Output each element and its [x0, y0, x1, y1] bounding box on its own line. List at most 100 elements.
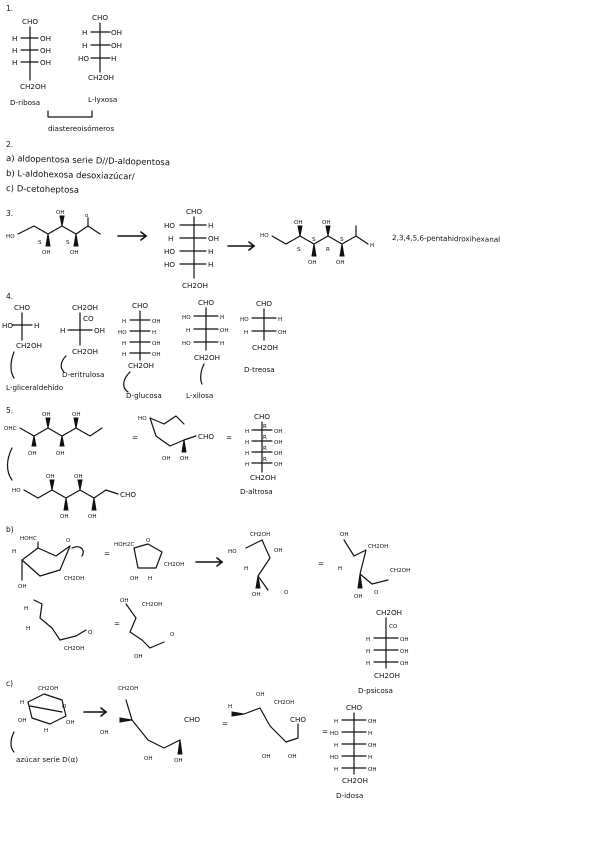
s4-m2-left: H	[60, 326, 65, 335]
s7-note: azúcar serie D(α)	[16, 755, 78, 764]
s4-m5-bottom: CH2OH	[252, 343, 278, 352]
s5-r2-c: R	[263, 435, 267, 441]
s6-chair-curl	[71, 546, 84, 557]
s4-m3-r3-right: OH	[152, 341, 161, 347]
section-6-number: b)	[6, 525, 14, 534]
s6-fur-hoh2c: HOH2C	[114, 542, 134, 548]
s3-res-oh-a: OH	[294, 220, 303, 226]
s4-m2-top: CH2OH	[72, 303, 98, 312]
s7-c1-chain	[125, 699, 181, 749]
section-1-number: 1.	[6, 4, 13, 13]
s5-r2-right: OH	[274, 440, 283, 446]
s7-pyr-arrow	[10, 731, 15, 753]
s7-c1-wedge-2	[177, 739, 183, 755]
ribose-row-1-left: H	[12, 34, 17, 43]
s6-bm-chain	[125, 603, 165, 649]
ribose-row-2-left: H	[12, 46, 17, 55]
ribose-row-1-right: OH	[40, 34, 51, 43]
s6-o1-oh-low: OH	[252, 592, 261, 598]
s4-m2-label: D-eritrulosa	[62, 370, 104, 379]
s3-r4-left: HO	[164, 260, 175, 269]
ribose-label: D-ribosa	[10, 98, 40, 107]
s5-r3-left: H	[245, 451, 249, 457]
s6-o2-h: H	[338, 566, 342, 572]
section-2-number: 2.	[6, 140, 13, 149]
s5-chain	[19, 427, 103, 437]
s4-m3-r1-left: H	[122, 319, 126, 325]
s5-oh4: OH	[72, 412, 81, 418]
s7-r4-right: H	[368, 755, 372, 761]
s5-oh2: OH	[42, 412, 51, 418]
s7-r5-left: H	[334, 767, 338, 773]
s6-r3-right: OH	[400, 661, 409, 667]
lyxose-label: L-lyxosa	[88, 95, 117, 104]
s6-fur-ring	[133, 543, 163, 569]
s6-r2-right: OH	[400, 649, 409, 655]
s7-pyr-oh: OH	[18, 718, 27, 724]
s6-o2-wedge	[357, 573, 363, 589]
s3-oh-top: OH	[56, 210, 65, 216]
s7-pyr-oh-right: OH	[66, 720, 75, 726]
lyxose-row-2-right: OH	[111, 41, 122, 50]
s7-r2-right: H	[368, 731, 372, 737]
s6-r3-left: H	[366, 661, 370, 667]
s5-ring-oh2: OH	[180, 456, 189, 462]
s4-glucose: CHO H OH HO H H OH H OH CH2OH D-glucosa	[118, 301, 162, 400]
s6-fischer-co: CO	[389, 624, 398, 630]
s5-ring-wedge	[181, 439, 187, 453]
s3-carbonyl-o: o	[85, 213, 89, 219]
s6-o1-h: H	[244, 566, 248, 572]
s5-r1-left: H	[245, 429, 249, 435]
s7-pyr-cross	[29, 705, 63, 713]
s7-pyr-ring	[27, 693, 67, 725]
s4-m5-label: D-treosa	[244, 365, 275, 374]
section-3-number: 3.	[6, 209, 13, 218]
s4-m1-top: CHO	[14, 303, 30, 312]
s5-r3-right: OH	[274, 451, 283, 457]
s5-low-wedge-1	[49, 479, 55, 491]
l-lyxose-fischer: CHO H OH H OH HO H CH2OH L-lyxosa	[78, 13, 122, 104]
s3-res-s3: S	[340, 237, 344, 243]
s6-o1-oh: OH	[274, 548, 283, 554]
ribose-row-2-right: OH	[40, 46, 51, 55]
s6-fischer: CH2OH CO H OH H OH H OH CH2OH D-psicosa	[358, 608, 409, 695]
s4-m5-r2-left: H	[244, 330, 248, 336]
lyxose-top: CHO	[92, 13, 108, 22]
s4-m4-bottom: CH2OH	[194, 353, 220, 362]
answer-2c: c) D-cetoheptosa	[6, 184, 79, 196]
s3-compound-name: 2,3,4,5,6-pentahidroxihexanal	[392, 233, 500, 244]
s5-wedge-2	[45, 417, 51, 429]
s5-equiv-2: =	[226, 433, 232, 442]
d-ribose-fischer: CHO H OH H OH H OH CH2OH D-ribosa	[10, 17, 51, 107]
s3-res-s1: S	[297, 247, 301, 253]
s6-fischer-bottom: CH2OH	[374, 671, 400, 680]
s4-m3-label: D-glucosa	[126, 391, 162, 400]
s7-r1-left: H	[334, 719, 338, 725]
s6-bm-ch2oh: CH2OH	[142, 602, 162, 608]
lyxose-row-1-left: H	[82, 28, 87, 37]
s3-zigzag-chain	[17, 225, 101, 235]
s4-m1-left: HO	[2, 321, 13, 330]
s5-ring-ho: HO	[138, 416, 147, 422]
s3-r2-left: H	[168, 234, 173, 243]
s3-res-ho: HO	[260, 233, 269, 239]
s6-o1-ch2oh: CH2OH	[250, 532, 270, 538]
s3-r2-right: OH	[208, 234, 219, 243]
ribose-row-3-left: H	[12, 58, 17, 67]
s7-chain-2: OH H CH2OH OH OH CHO	[228, 692, 306, 760]
s6-furanose: HOH2C O CH2OH OH H	[114, 538, 184, 582]
s6-arrow-head	[216, 557, 224, 567]
s6-bm-oh: OH	[120, 598, 129, 604]
s5-ring-oh1: OH	[162, 456, 171, 462]
s7-c2-oh-2: OH	[262, 754, 271, 760]
s7-c2-ch2oh: CH2OH	[274, 700, 294, 706]
s4-m4-r2-right: OH	[220, 328, 229, 334]
s4-m3-arrow	[123, 371, 131, 393]
s7-pyr-o: O	[62, 704, 67, 710]
diastereomer-bracket	[47, 110, 93, 118]
s7-pyr-h-low: H	[44, 728, 48, 734]
s3-r1-right: H	[208, 221, 213, 230]
s5-lower-zig	[23, 489, 119, 499]
ribose-top: CHO	[22, 17, 38, 26]
s3-result-structure: HO OH OH OH OH H S S R S	[260, 220, 374, 266]
